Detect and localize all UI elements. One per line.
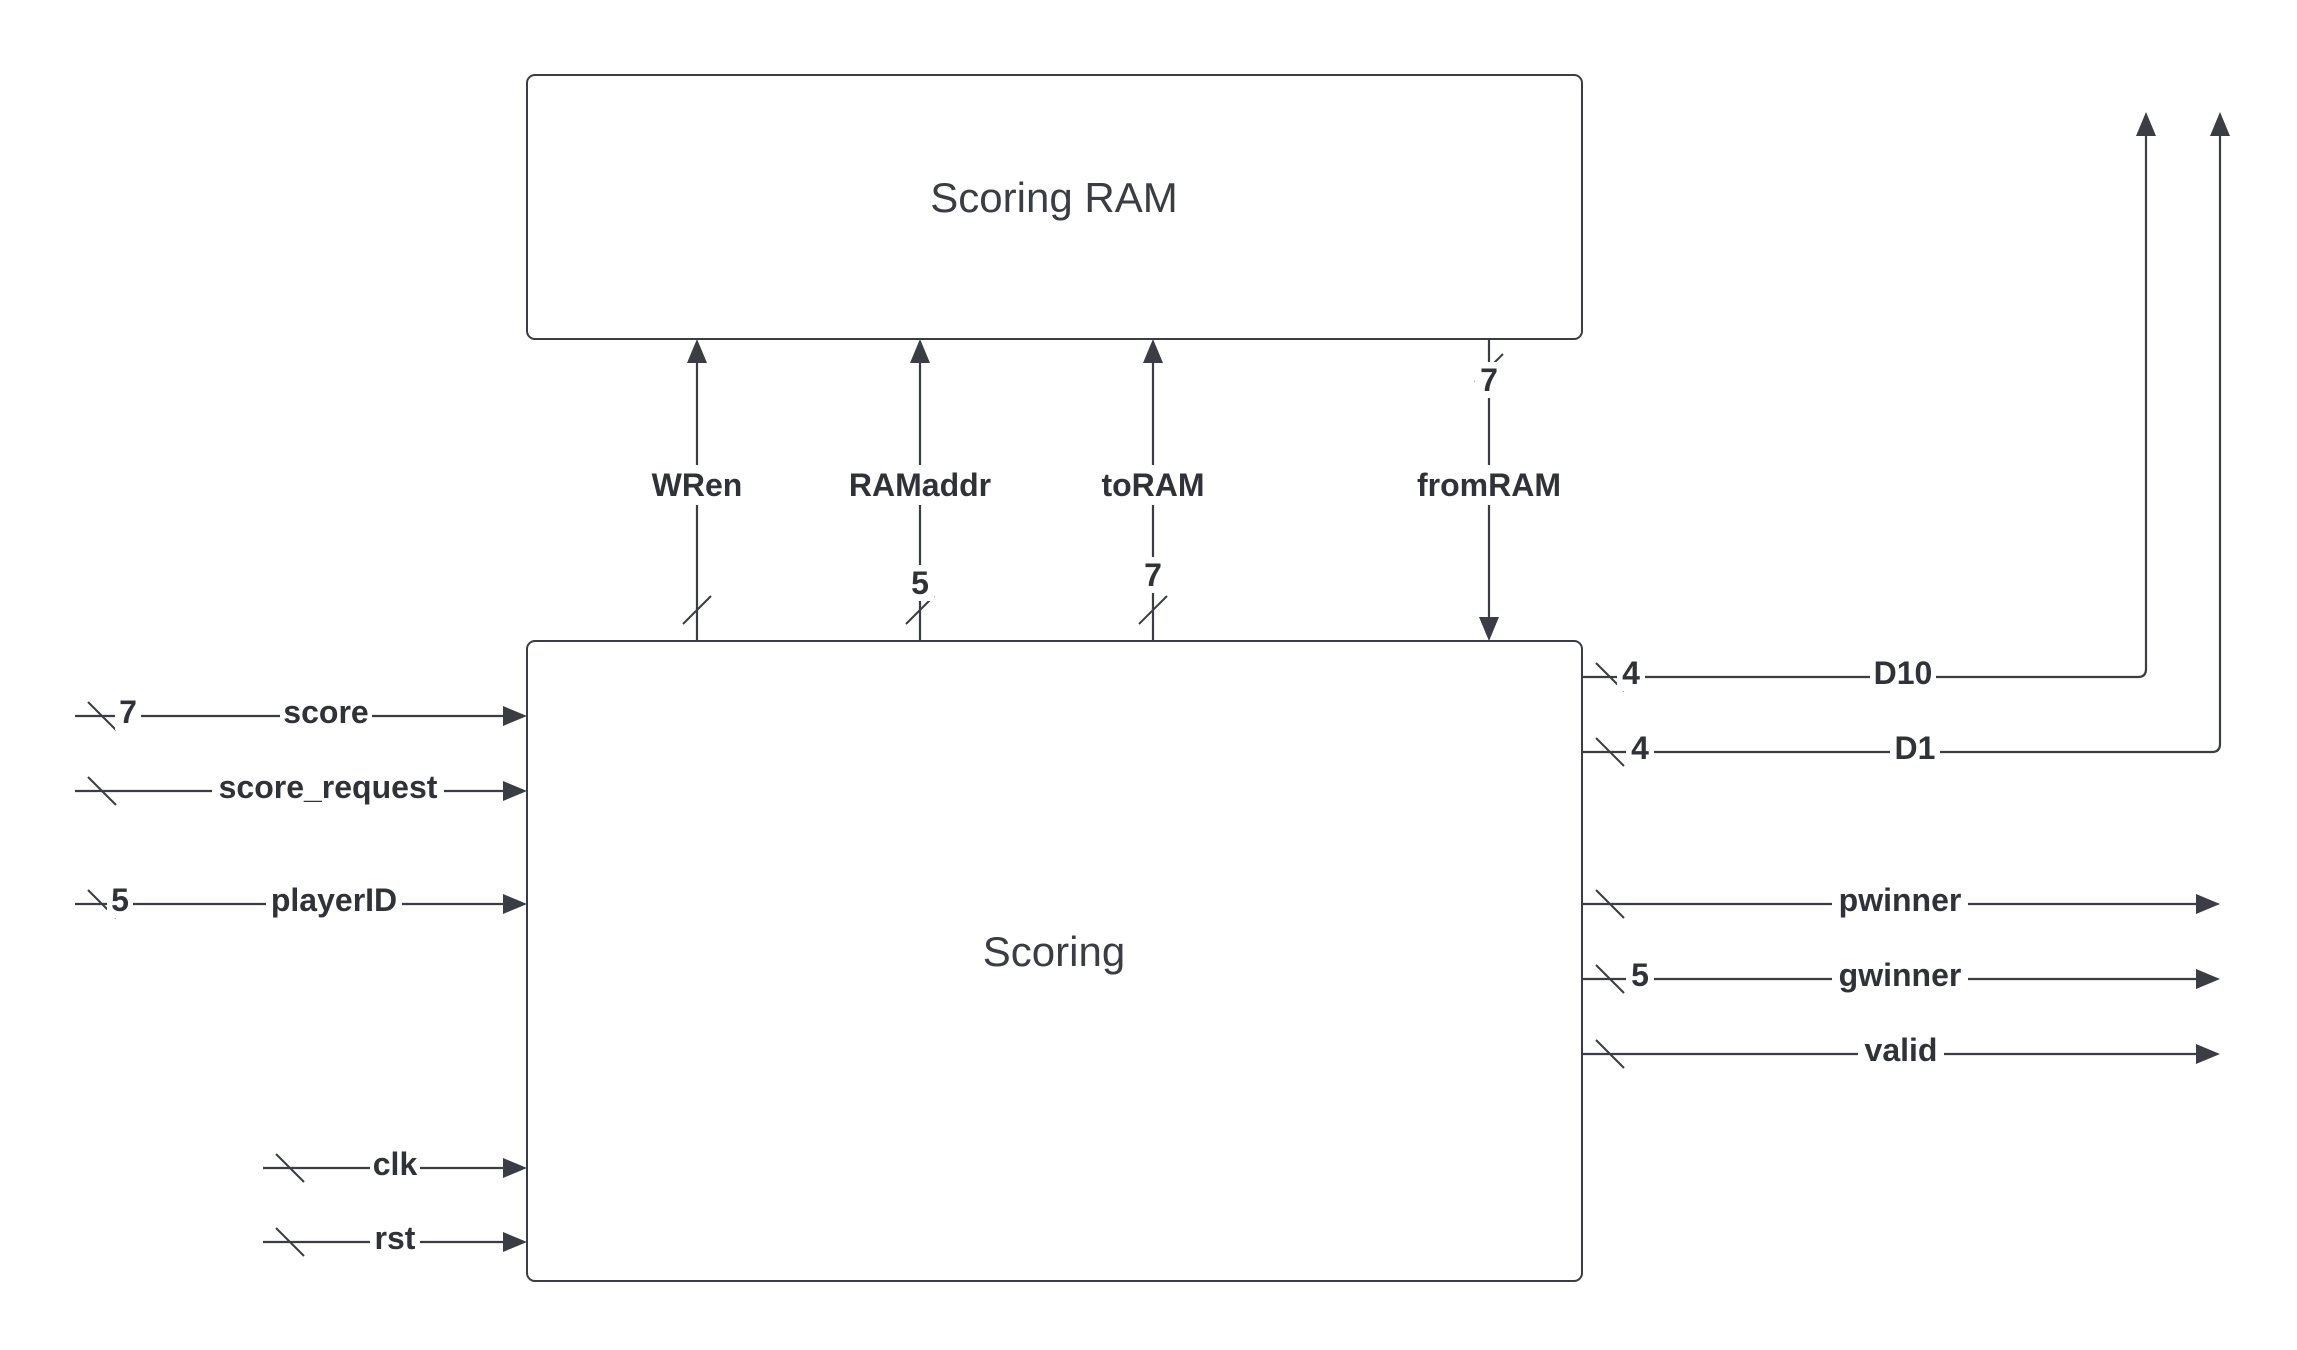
output-d1-width: 4: [1631, 730, 1649, 766]
output-gwinner: 5 gwinner: [1582, 957, 2220, 994]
input-playerid: playerID 5: [75, 882, 527, 919]
output-d10: 4 D10: [1582, 112, 2156, 692]
output-d10-label: D10: [1874, 655, 1933, 691]
input-clk: clk: [263, 1146, 527, 1183]
output-d1-label: D1: [1895, 730, 1936, 766]
bus-fromram: 7 fromRAM: [1410, 339, 1568, 641]
input-score-request-label: score_request: [219, 769, 438, 805]
output-d1: 4 D1: [1582, 112, 2230, 767]
input-score: score 7: [75, 694, 527, 731]
input-playerid-width: 5: [111, 882, 129, 918]
input-rst-label: rst: [375, 1220, 416, 1256]
output-valid: valid: [1582, 1032, 2220, 1069]
scoring-ram-block: [526, 74, 1583, 340]
input-rst: rst: [263, 1220, 527, 1257]
scoring-title: Scoring: [983, 928, 1125, 975]
input-score-width: 7: [119, 694, 137, 730]
bus-fromram-label: fromRAM: [1417, 467, 1561, 503]
output-gwinner-width: 5: [1631, 957, 1649, 993]
bus-fromram-width: 7: [1480, 362, 1498, 398]
input-clk-label: clk: [373, 1146, 418, 1182]
bus-ramaddr-label: RAMaddr: [849, 467, 991, 503]
bus-ramaddr-width: 5: [911, 565, 929, 601]
input-score-label: score: [283, 694, 368, 730]
input-score-request: score_request: [75, 769, 527, 806]
bus-ramaddr: RAMaddr 5: [842, 339, 998, 641]
bus-toram-width: 7: [1144, 557, 1162, 593]
output-d10-width: 4: [1622, 655, 1640, 691]
scoring-ram-title: Scoring RAM: [930, 174, 1177, 221]
output-pwinner-label: pwinner: [1839, 882, 1962, 918]
bus-toram: toRAM 7: [1094, 339, 1212, 641]
output-pwinner: pwinner: [1582, 882, 2220, 919]
bus-wren-label: WRen: [652, 467, 743, 503]
input-playerid-label: playerID: [271, 882, 397, 918]
bus-toram-label: toRAM: [1101, 467, 1204, 503]
scoring-block: [526, 640, 1583, 1282]
output-valid-label: valid: [1865, 1032, 1938, 1068]
output-gwinner-label: gwinner: [1839, 957, 1962, 993]
bus-wren: WRen: [645, 339, 749, 641]
